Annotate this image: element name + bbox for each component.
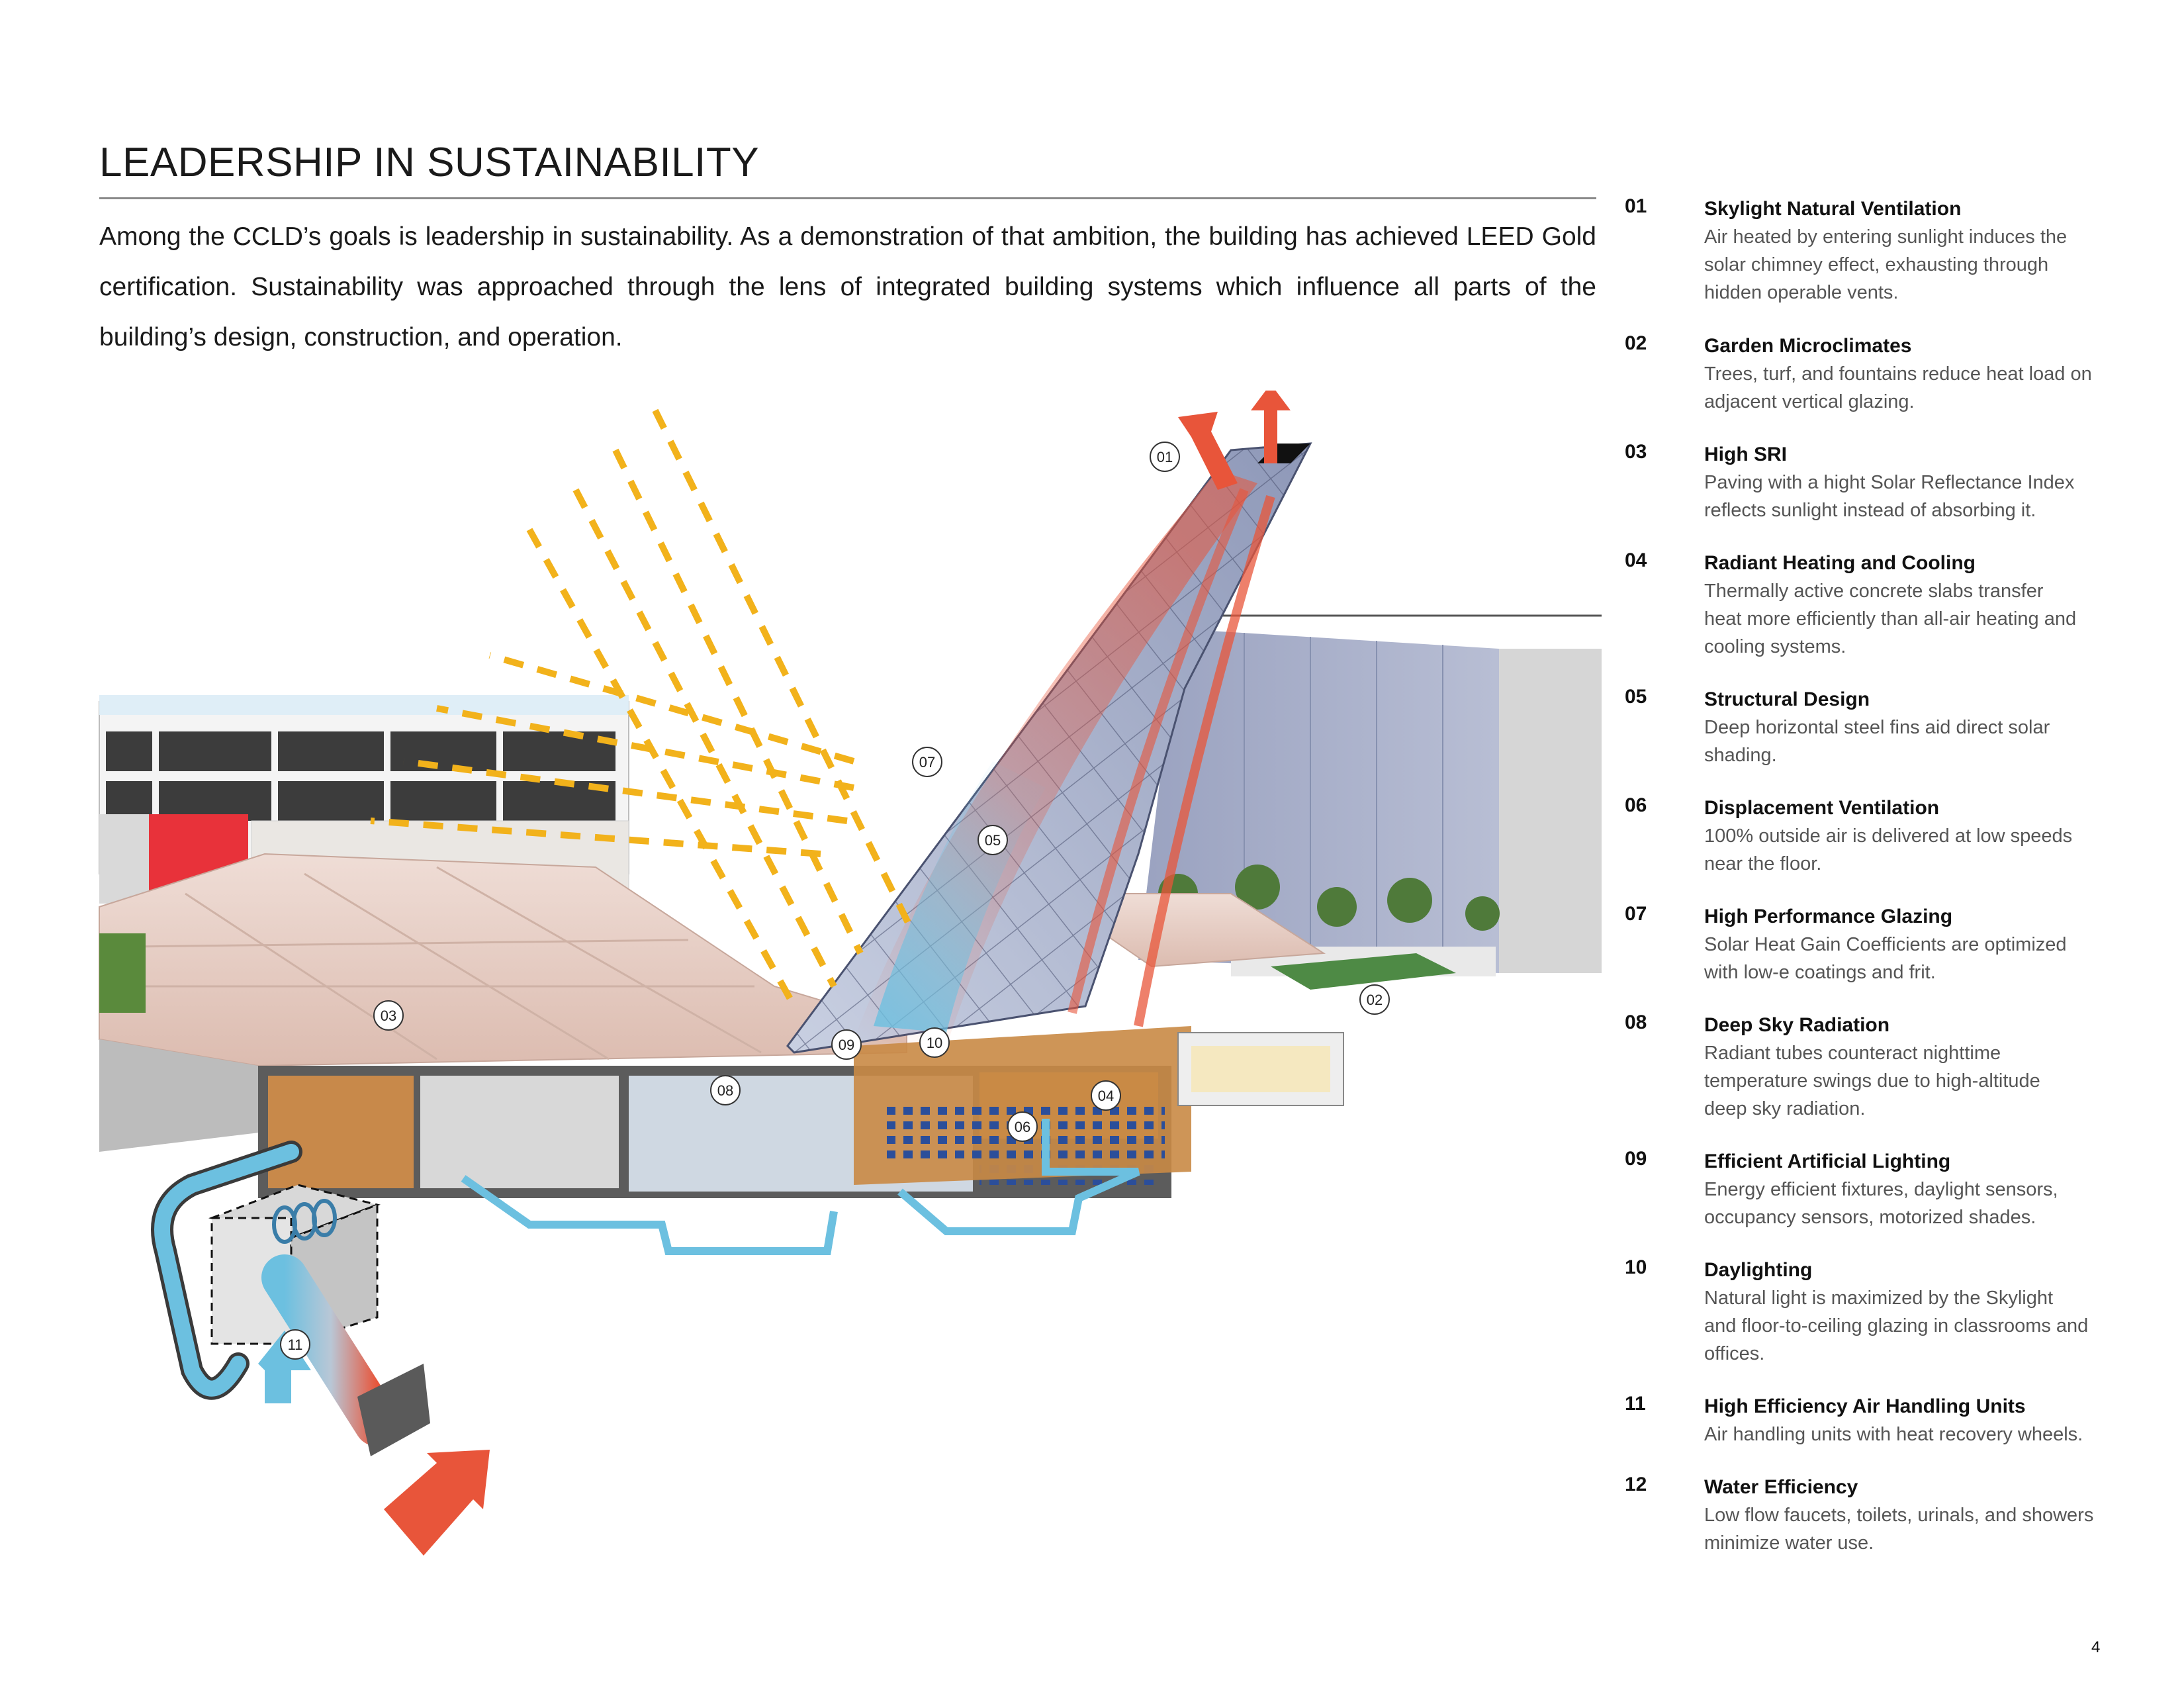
- legend-number: 05: [1625, 686, 1647, 708]
- legend-desc-line: and floor-to-ceiling glazing in classroo…: [1704, 1315, 2089, 1336]
- legend-description: Radiant tubes counteract nighttime tempe…: [1704, 1039, 2128, 1123]
- legend-desc-line: deep sky radiation.: [1704, 1098, 1866, 1119]
- legend-title: High SRI: [1704, 444, 1787, 465]
- legend-desc-line: occupancy sensors, motorized shades.: [1704, 1207, 2036, 1228]
- legend-title: Radiant Heating and Cooling: [1704, 552, 1976, 574]
- legend-desc-line: Radiant tubes counteract nighttime: [1704, 1043, 2001, 1064]
- legend-desc-line: Low flow faucets, toilets, urinals, and …: [1704, 1505, 2094, 1526]
- legend-title: Structural Design: [1704, 688, 1870, 710]
- legend-description: Air handling units with heat recovery wh…: [1704, 1421, 2128, 1448]
- legend-desc-line: temperature swings due to high-altitude: [1704, 1070, 2040, 1092]
- legend-number: 01: [1625, 195, 1647, 217]
- legend-desc-line: adjacent vertical glazing.: [1704, 391, 1915, 412]
- legend-number: 08: [1625, 1011, 1647, 1033]
- callout-03: 03: [373, 1000, 404, 1031]
- callout-markers: 01 02 03 04 05 06 07 08 09 10 11: [280, 442, 1390, 1360]
- legend-desc-line: near the floor.: [1704, 853, 1822, 874]
- legend-title: High Performance Glazing: [1704, 906, 1953, 927]
- legend-title: Water Efficiency: [1704, 1476, 1858, 1498]
- legend-number: 09: [1625, 1148, 1647, 1170]
- legend-desc-line: Trees, turf, and fountains reduce heat l…: [1704, 363, 2092, 385]
- legend-description: Energy efficient fixtures, daylight sens…: [1704, 1176, 2128, 1231]
- legend-number: 07: [1625, 903, 1647, 925]
- callout-10: 10: [919, 1027, 950, 1058]
- callout-01: 01: [1150, 442, 1180, 472]
- distribution-ducts: [461, 1119, 1140, 1255]
- svg-text:08: 08: [717, 1082, 733, 1099]
- legend-desc-line: heat more efficiently than all-air heati…: [1704, 608, 2077, 630]
- legend-number: 12: [1625, 1474, 1647, 1495]
- legend-description: Paving with a hight Solar Reflectance In…: [1704, 469, 2128, 524]
- legend-title: Garden Microclimates: [1704, 335, 1912, 357]
- legend-description: Low flow faucets, toilets, urinals, and …: [1704, 1501, 2128, 1557]
- callout-08: 08: [710, 1075, 741, 1105]
- legend-desc-line: Energy efficient fixtures, daylight sens…: [1704, 1179, 2058, 1200]
- callout-02: 02: [1359, 984, 1390, 1015]
- callout-11: 11: [280, 1329, 310, 1360]
- svg-text:07: 07: [919, 754, 935, 771]
- air-handling-unit: [208, 1184, 430, 1456]
- intro-paragraph: Among the CCLD’s goals is leadership in …: [99, 222, 1596, 352]
- legend-desc-line: Paving with a hight Solar Reflectance In…: [1704, 472, 2075, 493]
- legend-description: Thermally active concrete slabs transfer…: [1704, 577, 2128, 661]
- legend-description: 100% outside air is delivered at low spe…: [1704, 822, 2128, 878]
- legend-desc-line: Air handling units with heat recovery wh…: [1704, 1424, 2083, 1445]
- legend-title: Deep Sky Radiation: [1704, 1014, 1890, 1036]
- callout-04: 04: [1091, 1080, 1121, 1111]
- legend-desc-line: with low-e coatings and frit.: [1704, 962, 1936, 983]
- legend-desc-line: Deep horizontal steel fins aid direct so…: [1704, 717, 2050, 738]
- legend-description: Deep horizontal steel fins aid direct so…: [1704, 714, 2128, 769]
- svg-text:10: 10: [927, 1035, 942, 1051]
- legend-desc-line: 100% outside air is delivered at low spe…: [1704, 825, 2073, 847]
- sustainability-section-diagram: 01 02 03 04 05 06 07 08 09 10 11: [99, 391, 1602, 1556]
- legend-desc-line: Air heated by entering sunlight induces …: [1704, 226, 2068, 248]
- legend-title: High Efficiency Air Handling Units: [1704, 1395, 2026, 1417]
- callout-06: 06: [1007, 1111, 1038, 1142]
- legend-desc-line: Natural light is maximized by the Skylig…: [1704, 1288, 2054, 1309]
- svg-text:01: 01: [1157, 449, 1173, 465]
- legend-desc-line: minimize water use.: [1704, 1532, 1874, 1554]
- legend-title: Daylighting: [1704, 1259, 1813, 1281]
- legend-title: Skylight Natural Ventilation: [1704, 198, 1962, 220]
- callout-05: 05: [978, 825, 1008, 855]
- legend-desc-line: Solar Heat Gain Coefficients are optimiz…: [1704, 934, 2067, 955]
- legend-desc-line: hidden operable vents.: [1704, 282, 1899, 303]
- legend-desc-line: offices.: [1704, 1343, 1765, 1364]
- legend-title: Efficient Artificial Lighting: [1704, 1150, 1951, 1172]
- high-sri-paving: [99, 853, 907, 1067]
- legend-number: 04: [1625, 549, 1647, 571]
- legend-number: 02: [1625, 332, 1647, 354]
- legend-desc-line: solar chimney effect, exhausting through: [1704, 254, 2049, 275]
- legend-number: 06: [1625, 794, 1647, 816]
- solar-rays: [370, 408, 917, 1008]
- legend-description: Natural light is maximized by the Skylig…: [1704, 1284, 2128, 1368]
- svg-text:04: 04: [1098, 1088, 1114, 1104]
- legend-desc-line: shading.: [1704, 745, 1777, 766]
- page-number: 4: [2091, 1638, 2101, 1656]
- legend-number: 03: [1625, 441, 1647, 463]
- legend-description: Solar Heat Gain Coefficients are optimiz…: [1704, 931, 2128, 986]
- intake-arrow: [384, 1450, 490, 1556]
- legend-desc-line: cooling systems.: [1704, 636, 1846, 657]
- exhaust-arrows: [1178, 391, 1291, 490]
- svg-text:11: 11: [288, 1336, 303, 1353]
- legend-title: Displacement Ventilation: [1704, 797, 1940, 819]
- svg-text:03: 03: [381, 1008, 396, 1024]
- svg-text:05: 05: [985, 832, 1001, 849]
- legend-number: 11: [1625, 1393, 1646, 1415]
- title-divider: [99, 197, 1596, 199]
- svg-text:06: 06: [1015, 1119, 1030, 1135]
- legend-number: 10: [1625, 1256, 1647, 1278]
- callout-09: 09: [831, 1029, 862, 1060]
- legend-description: Air heated by entering sunlight induces …: [1704, 223, 2128, 306]
- callout-07: 07: [912, 747, 942, 777]
- legend-description: Trees, turf, and fountains reduce heat l…: [1704, 360, 2128, 416]
- svg-text:09: 09: [839, 1037, 854, 1053]
- legend-desc-line: Thermally active concrete slabs transfer: [1704, 581, 2044, 602]
- page-title: LEADERSHIP IN SUSTAINABILITY: [99, 140, 760, 185]
- svg-text:02: 02: [1367, 992, 1383, 1008]
- legend-desc-line: reflects sunlight instead of absorbing i…: [1704, 500, 2036, 521]
